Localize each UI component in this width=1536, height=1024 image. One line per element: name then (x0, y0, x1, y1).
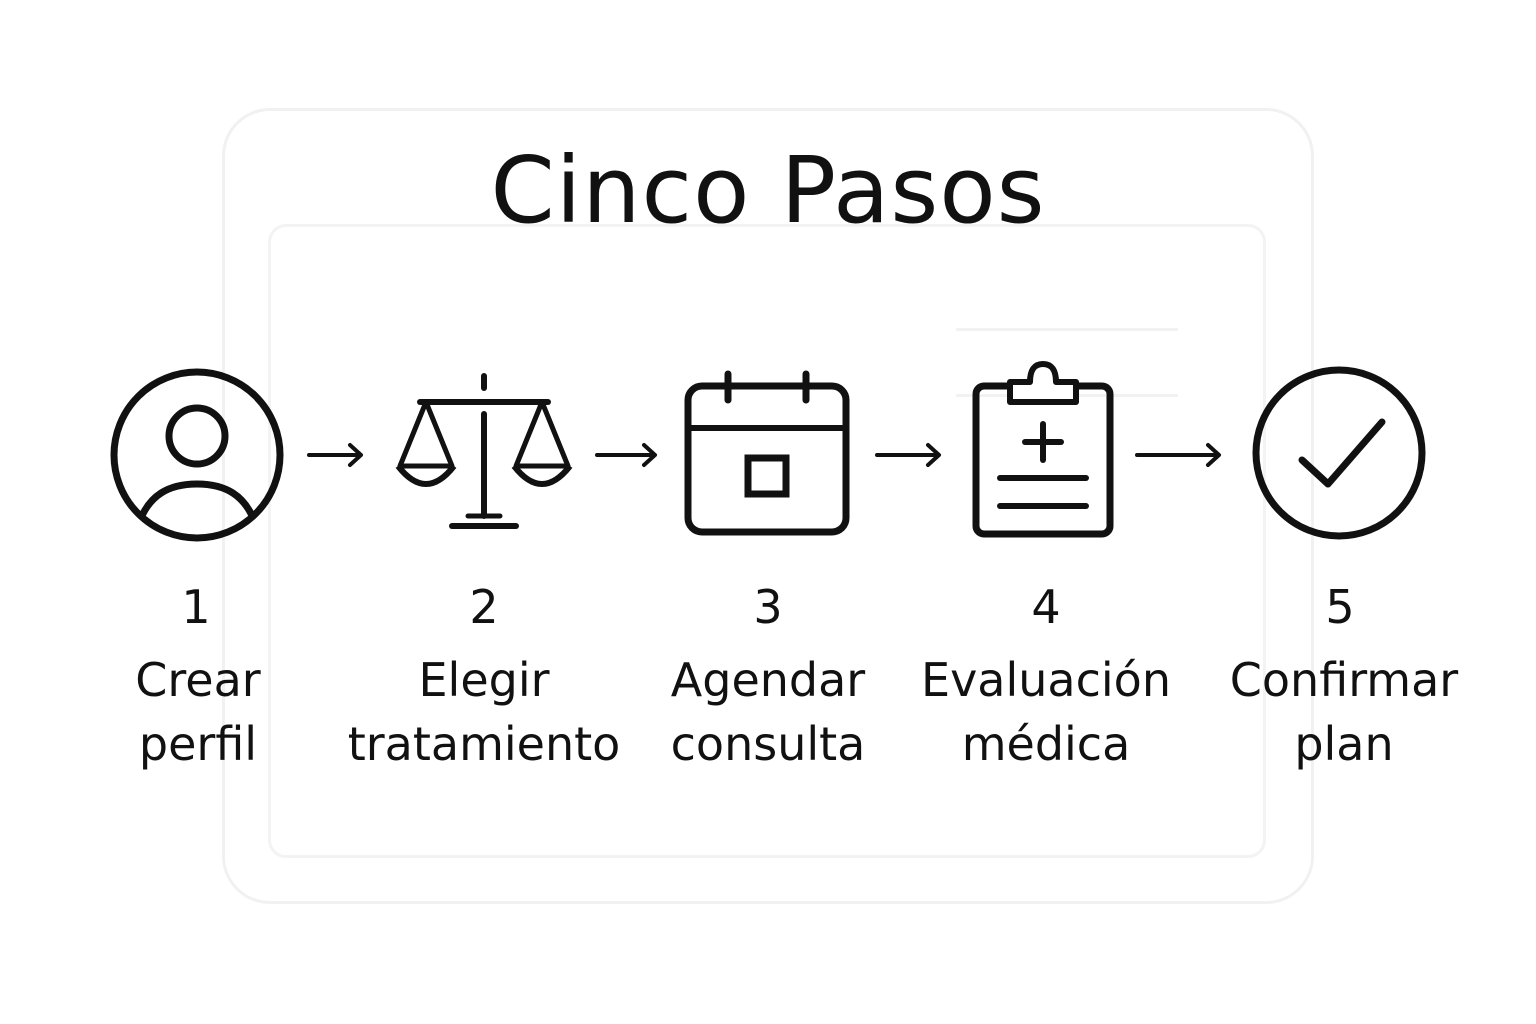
arrow-right-icon (306, 440, 366, 470)
arrow-right-icon (1134, 440, 1224, 470)
step-4-number: 4 (1031, 580, 1061, 634)
balance-scale-icon (390, 370, 580, 536)
step-4-label-line2: médica (961, 717, 1131, 771)
background-frame-inner (268, 224, 1266, 858)
step-3-label: Agendar consulta (618, 648, 918, 776)
step-1-label: Crear perfil (48, 648, 348, 776)
step-2-label-line1: Elegir (418, 653, 550, 707)
step-1-label-line1: Crear (135, 653, 261, 707)
step-1-number: 1 (181, 580, 211, 634)
step-1-label-line2: perfil (138, 717, 258, 771)
step-4-label: Evaluación médica (896, 648, 1196, 776)
background-line (956, 328, 1178, 331)
step-2-number: 2 (469, 580, 499, 634)
step-5-number: 5 (1325, 580, 1355, 634)
step-5-label-line1: Confirmar (1229, 653, 1459, 707)
step-2-label: Elegir tratamiento (334, 648, 634, 776)
arrow-right-icon (594, 440, 660, 470)
checkmark-circle-icon (1250, 364, 1428, 542)
background-frame-outer (222, 108, 1314, 904)
step-4-label-line1: Evaluación (921, 653, 1171, 707)
step-5-label: Confirmar plan (1194, 648, 1494, 776)
clipboard-medical-icon (970, 358, 1116, 540)
calendar-icon (682, 370, 852, 538)
step-2-label-line2: tratamiento (347, 717, 621, 771)
step-3-label-line1: Agendar (670, 653, 866, 707)
arrow-right-icon (874, 440, 944, 470)
step-3-label-line2: consulta (670, 717, 866, 771)
user-profile-icon (108, 366, 286, 544)
step-5-label-line2: plan (1294, 717, 1394, 771)
step-3-number: 3 (753, 580, 783, 634)
diagram-title: Cinco Pasos (490, 137, 1046, 244)
